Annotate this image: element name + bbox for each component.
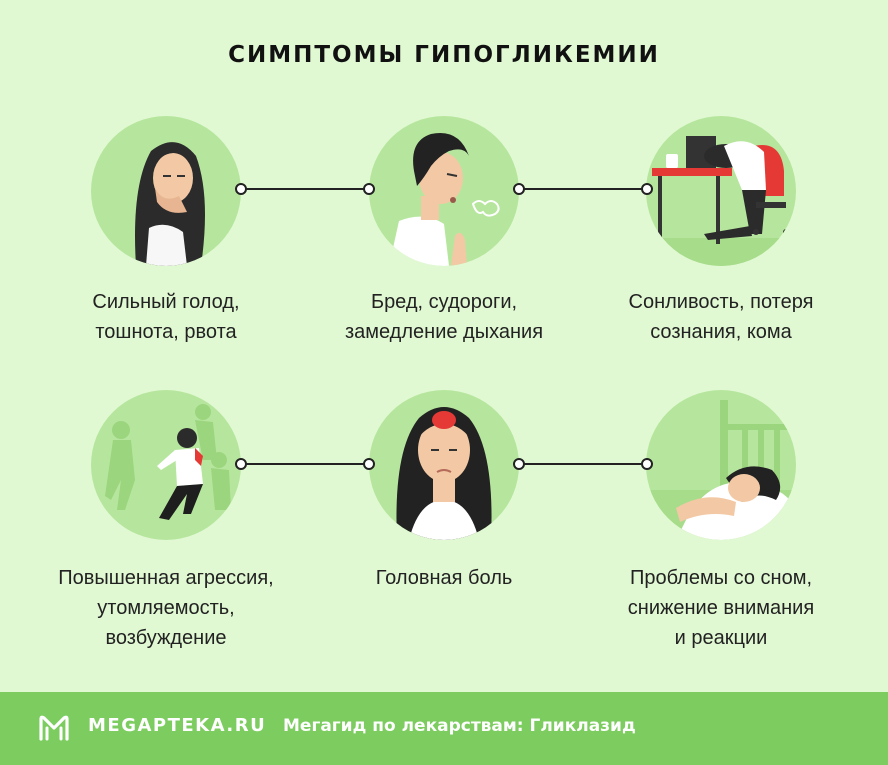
connector-dot [235, 183, 247, 195]
symptom-1-illustration [91, 116, 241, 266]
connector-1-2 [241, 188, 369, 190]
symptom-4-caption: Повышенная агрессия,утомляемость,возбужд… [58, 567, 274, 649]
connector-2-3 [519, 188, 647, 190]
connector-5-6 [519, 463, 647, 465]
symptom-1-caption: Сильный голод,тошнота, рвота [92, 291, 240, 343]
symptom-3-illustration [646, 116, 796, 266]
page-title: СИМПТОМЫ ГИПОГЛИКЕМИИ [228, 42, 660, 68]
symptom-2-illustration [369, 116, 519, 266]
symptom-4-illustration [91, 390, 241, 540]
symptom-2-caption: Бред, судороги,замедление дыхания [344, 291, 544, 343]
connector-dot [513, 458, 525, 470]
connector-dot [641, 183, 653, 195]
brand-name[interactable]: MEGAPTEKA.RU [88, 715, 267, 736]
symptom-5-illustration [369, 390, 519, 540]
connector-dot [363, 183, 375, 195]
symptom-6-illustration [646, 390, 796, 540]
symptom-5-caption: Головная боль [375, 567, 513, 589]
megapteka-m-logo-icon [39, 715, 69, 741]
connector-4-5 [241, 463, 369, 465]
footer-tagline: Мегагид по лекарствам: Гликлазид [283, 716, 636, 736]
connector-dot [641, 458, 653, 470]
footer-bar: MEGAPTEKA.RU Мегагид по лекарствам: Глик… [0, 692, 888, 765]
connector-dot [363, 458, 375, 470]
connector-dot [235, 458, 247, 470]
connector-dot [513, 183, 525, 195]
